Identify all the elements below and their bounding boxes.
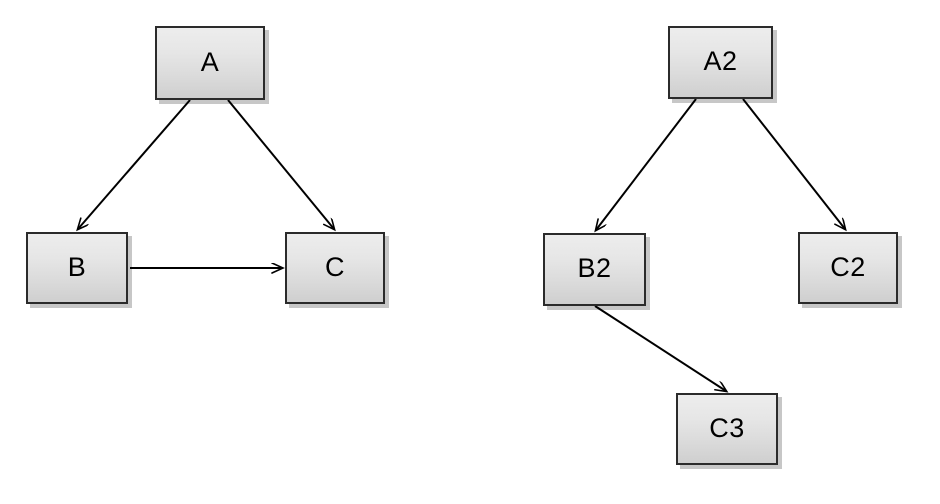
edge-a2-to-b2	[596, 98, 697, 230]
node-label-a2: A2	[703, 46, 738, 76]
node-a2[interactable]: A2	[668, 26, 773, 99]
node-label-c3: C3	[709, 412, 745, 443]
node-label-b: B	[67, 251, 87, 282]
edge-a-to-c	[227, 99, 334, 229]
node-c2[interactable]: C2	[798, 232, 898, 304]
node-a[interactable]: A	[155, 26, 265, 100]
node-label-c2: C2	[830, 251, 866, 282]
node-label-c: C	[325, 251, 345, 282]
node-b[interactable]: B	[26, 232, 128, 304]
node-label-a: A	[200, 46, 220, 77]
node-label-b2: B2	[577, 253, 612, 283]
edge-a2-to-c2	[742, 98, 845, 229]
edge-a-to-b	[78, 99, 191, 229]
edge-b2-to-c3	[594, 305, 726, 391]
node-c3[interactable]: C3	[676, 393, 778, 465]
node-b2[interactable]: B2	[543, 233, 646, 306]
node-c[interactable]: C	[285, 232, 385, 304]
